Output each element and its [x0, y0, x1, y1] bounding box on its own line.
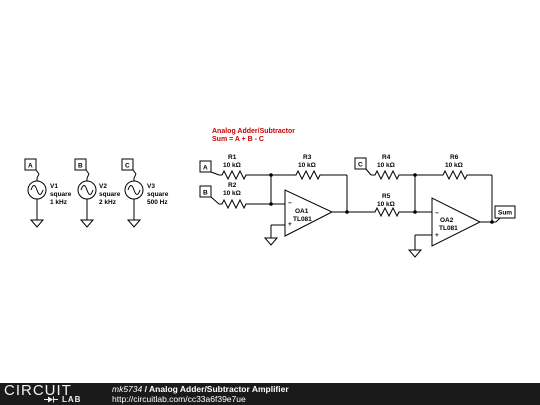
source-v1-wave: square [50, 191, 72, 198]
r4-value: 10 kΩ [377, 162, 395, 169]
r2-value: 10 kΩ [223, 190, 241, 197]
svg-text:B: B [203, 190, 208, 197]
circuit-schematic: Analog Adder/Subtractor Sum = A + B - C … [24, 128, 516, 258]
ground-icon [29, 219, 45, 228]
resistor-r2[interactable]: R2 10 kΩ [219, 182, 250, 210]
footer-bar: CIRCUIT LAB mk5734 / Analog Adder/Subtra… [0, 383, 540, 405]
source-v1[interactable]: A V1 square 1 kHz [24, 158, 72, 228]
r5-name: R5 [382, 193, 391, 200]
r1-value: 10 kΩ [223, 162, 241, 169]
node-flag-a: A [24, 158, 40, 179]
r2-name: R2 [228, 182, 237, 189]
oa1-model: TL081 [293, 216, 312, 223]
resistor-icon [219, 198, 250, 210]
junction-dot [269, 202, 273, 206]
source-v2[interactable]: B V2 square 2 kHz [74, 158, 121, 228]
r3-value: 10 kΩ [298, 162, 316, 169]
source-v3[interactable]: C V3 square 500 Hz [121, 158, 169, 228]
opamp-icon [431, 197, 482, 247]
oa2-model: TL081 [439, 225, 458, 232]
footer-separator: / [142, 384, 150, 394]
resistor-r4[interactable]: R4 10 kΩ [371, 154, 402, 181]
footer-url[interactable]: http://circuitlab.com/cc33a6f39e7ue [112, 394, 246, 404]
opamp-oa1[interactable]: − + OA1 TL081 [284, 189, 334, 237]
svg-text:B: B [78, 163, 83, 170]
source-v2-name: V2 [99, 183, 107, 190]
oa1-minus: − [288, 200, 292, 207]
logo-text-lab: LAB [62, 395, 82, 404]
resistor-icon [371, 169, 402, 181]
logo-text-circuit: CIRCUIT [4, 382, 72, 399]
junction-dot [413, 210, 417, 214]
r5-value: 10 kΩ [377, 201, 395, 208]
ground-icon [126, 219, 142, 228]
opamp-icon [284, 189, 334, 237]
r6-value: 10 kΩ [445, 162, 463, 169]
svg-text:A: A [28, 163, 33, 170]
resistor-r3[interactable]: R3 10 kΩ [293, 154, 323, 181]
footer-title-line: mk5734 / Analog Adder/Subtractor Amplifi… [112, 384, 289, 394]
ground-icon [407, 249, 423, 258]
output-flag-sum[interactable]: Sum [494, 205, 516, 223]
r4-name: R4 [382, 154, 391, 161]
diagram-title: Analog Adder/Subtractor [212, 128, 295, 135]
oa2-minus: − [435, 210, 439, 217]
svg-text:C: C [358, 162, 363, 169]
r1-name: R1 [228, 154, 237, 161]
source-v3-wave: square [147, 191, 169, 198]
resistor-r1[interactable]: R1 10 kΩ [219, 154, 250, 181]
r3-name: R3 [303, 154, 312, 161]
junction-dot [345, 210, 349, 214]
source-v2-wave: square [99, 191, 121, 198]
resistor-icon [293, 169, 323, 181]
input-flag-a[interactable]: A [199, 160, 220, 176]
footer-user-link[interactable]: mk5734 [112, 384, 143, 394]
diode-logo-icon [44, 396, 58, 403]
footer-circuit-title[interactable]: Analog Adder/Subtractor Amplifier [149, 384, 289, 394]
opamp-oa2[interactable]: − + OA2 TL081 [431, 197, 482, 247]
source-v1-name: V1 [50, 183, 58, 190]
resistor-icon [440, 169, 470, 181]
node-flag-c: C [121, 158, 137, 179]
oa2-name: OA2 [440, 217, 454, 224]
diagram-formula: Sum = A + B - C [212, 136, 264, 143]
ground-icon [263, 237, 279, 246]
node-flag-b: B [74, 158, 90, 179]
input-flag-c[interactable]: C [354, 157, 372, 176]
oa1-name: OA1 [295, 208, 309, 215]
resistor-r6[interactable]: R6 10 kΩ [440, 154, 470, 181]
source-v3-name: V3 [147, 183, 155, 190]
svg-text:A: A [203, 165, 208, 172]
svg-text:Sum: Sum [498, 210, 512, 217]
resistor-r5[interactable]: R5 10 kΩ [370, 193, 402, 218]
circuitlab-logo[interactable]: CIRCUIT LAB [2, 383, 90, 405]
svg-text:C: C [125, 163, 130, 170]
junction-dot [490, 220, 494, 224]
input-flag-b[interactable]: B [199, 185, 220, 205]
source-v1-freq: 1 kHz [50, 199, 68, 206]
resistor-icon [219, 169, 250, 181]
source-v3-freq: 500 Hz [147, 199, 168, 206]
oa1-plus: + [288, 221, 292, 228]
ground-icon [79, 219, 95, 228]
resistor-icon [370, 206, 402, 218]
source-v2-freq: 2 kHz [99, 199, 117, 206]
r6-name: R6 [450, 154, 459, 161]
oa2-plus: + [435, 232, 439, 239]
